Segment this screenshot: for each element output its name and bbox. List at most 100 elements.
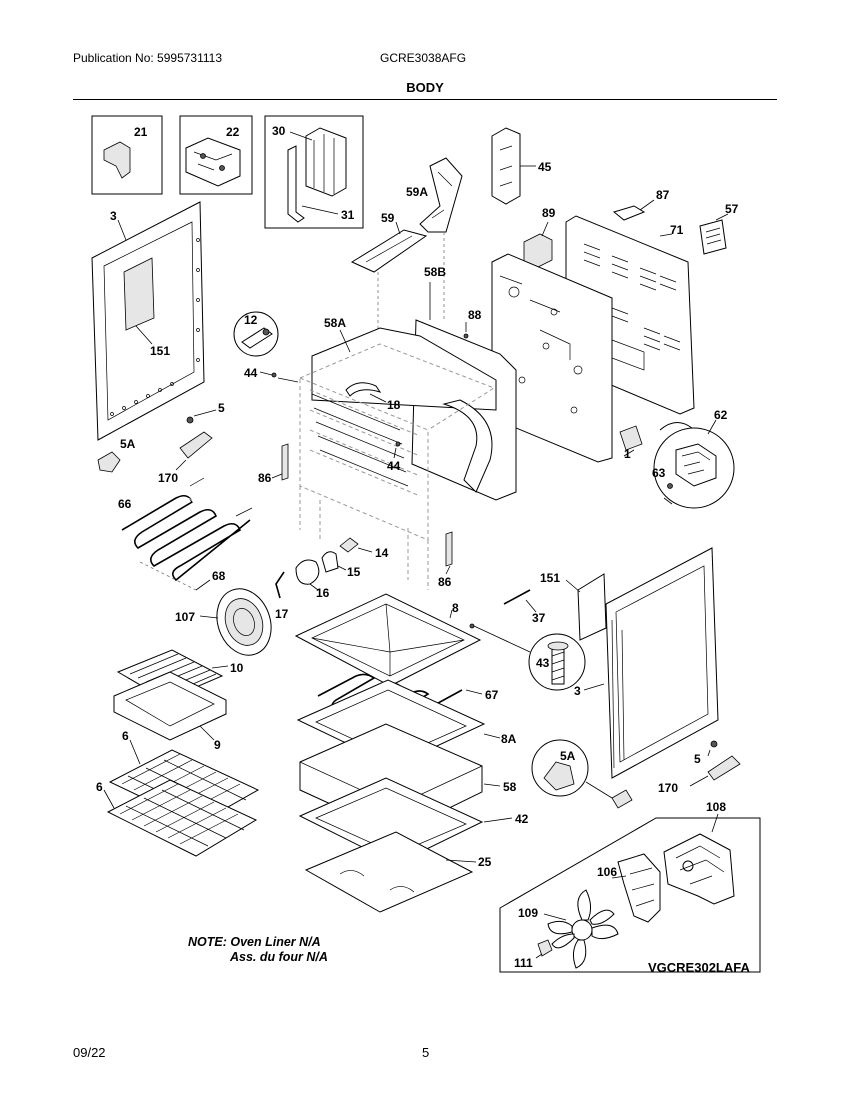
callout-44-b: 44 (387, 459, 401, 473)
callout-25: 25 (478, 855, 492, 869)
callout-170-left: 170 (158, 471, 178, 485)
part-16-lamp-lens[interactable] (295, 559, 320, 585)
part-31-strap[interactable] (287, 145, 305, 223)
part-3-door-side-right[interactable] (605, 547, 719, 779)
detail-circle-12 (233, 311, 279, 357)
part-18-clip[interactable] (345, 382, 382, 397)
kit-code: VGCRE302LAFA (648, 960, 750, 975)
part-44-screw-b[interactable] (395, 441, 401, 447)
callout-67: 67 (485, 688, 499, 702)
callout-10: 10 (230, 661, 244, 675)
part-170-receiver-left[interactable] (179, 431, 213, 459)
callout-71: 71 (670, 223, 684, 237)
part-25-drawer-liner[interactable] (304, 831, 474, 913)
part-14-lamp-socket[interactable] (339, 537, 359, 553)
part-59-duct[interactable] (350, 229, 428, 273)
callout-14: 14 (375, 546, 389, 560)
part-15-lamp-bulb[interactable] (321, 551, 339, 573)
callout-151-left: 151 (150, 344, 170, 358)
part-170-receiver-right[interactable] (707, 755, 741, 781)
callout-109: 109 (518, 906, 538, 920)
part-17-lamp-wire[interactable] (275, 571, 285, 599)
part-5-screw-left[interactable] (186, 416, 194, 424)
callout-111: 111 (514, 956, 533, 970)
part-111-nut[interactable] (537, 939, 553, 957)
callout-8: 8 (452, 601, 459, 615)
detail-circle-5a (531, 739, 589, 797)
callout-21: 21 (134, 125, 148, 139)
callout-62: 62 (714, 408, 728, 422)
detail-circle-62-63 (653, 427, 735, 509)
header-rule (73, 99, 777, 100)
part-86-glide-left[interactable] (281, 443, 289, 481)
part-30-vent-duct[interactable] (305, 127, 347, 197)
callout-30: 30 (272, 124, 286, 138)
part-45-vent-cover[interactable] (491, 127, 521, 205)
callout-5a-left: 5A (120, 437, 136, 451)
detail-circle-43 (528, 633, 586, 691)
callout-63: 63 (652, 466, 666, 480)
callout-8a: 8A (501, 732, 517, 746)
callout-170-right: 170 (658, 781, 678, 795)
callout-31: 31 (341, 208, 355, 222)
part-5a-hinge-right[interactable] (543, 761, 575, 791)
callout-59a: 59A (406, 185, 428, 199)
insulation-side-wrap (442, 399, 493, 493)
callout-58a: 58A (324, 316, 346, 330)
callout-59: 59 (381, 211, 395, 225)
callout-44-a: 44 (244, 366, 258, 380)
footer-page-number: 5 (422, 1045, 430, 1060)
part-44-screw-a[interactable] (271, 372, 277, 378)
part-151-hinge-right[interactable] (577, 573, 607, 641)
oven-frame-outline (299, 343, 496, 590)
part-57-cover[interactable] (699, 219, 727, 255)
callout-66: 66 (118, 497, 132, 511)
part-58a-insulation-top[interactable] (311, 327, 497, 411)
note-line-2: Ass. du four N/A (229, 950, 328, 964)
part-21-clip[interactable] (103, 141, 131, 179)
part-5a-hinge-left[interactable] (97, 451, 121, 473)
callout-37: 37 (532, 611, 546, 625)
part-22-bracket[interactable] (185, 137, 241, 187)
part-1-terminal-block[interactable] (619, 425, 643, 451)
part-86-glide-right[interactable] (445, 531, 453, 567)
part-5-screw-right[interactable] (710, 740, 718, 748)
part-108-fan-housing[interactable] (663, 833, 735, 905)
callout-43: 43 (536, 656, 550, 670)
callout-17: 17 (275, 607, 289, 621)
callout-6-lower: 6 (96, 780, 103, 794)
callout-42: 42 (515, 812, 529, 826)
callout-57: 57 (725, 202, 739, 216)
callout-9: 9 (214, 738, 221, 752)
callout-86-right: 86 (438, 575, 452, 589)
callout-68: 68 (212, 569, 226, 583)
callout-16: 16 (316, 586, 330, 600)
callout-5-right: 5 (694, 752, 701, 766)
callout-88: 88 (468, 308, 482, 322)
callout-89: 89 (542, 206, 556, 220)
callout-58: 58 (503, 780, 517, 794)
callout-58b: 58B (424, 265, 446, 279)
part-59a-duct[interactable] (419, 157, 463, 233)
callout-6-upper: 6 (122, 729, 129, 743)
part-6-oven-rack-lower[interactable] (106, 779, 258, 857)
part-37-rod[interactable] (503, 589, 531, 605)
part-109-fan-blade[interactable] (547, 889, 619, 969)
part-66-broil-element[interactable] (121, 494, 251, 582)
part-62-terminal[interactable] (675, 443, 717, 487)
note-line-1: NOTE: Oven Liner N/A (188, 935, 321, 949)
callout-5-left: 5 (218, 401, 225, 415)
part-9-broil-pan[interactable] (113, 671, 227, 741)
part-151-hinge-left[interactable] (123, 257, 155, 331)
part-43-screw[interactable] (551, 647, 565, 685)
part-87-clip[interactable] (612, 205, 646, 221)
part-63-screw[interactable] (667, 483, 673, 489)
part-8-oven-bottom[interactable] (294, 593, 482, 687)
callout-22: 22 (226, 125, 240, 139)
inset-box-21 (91, 115, 163, 195)
callout-87: 87 (656, 188, 670, 202)
inset-box-30-31 (264, 115, 364, 229)
callout-86-left: 86 (258, 471, 272, 485)
convection-kit-box (499, 817, 761, 973)
